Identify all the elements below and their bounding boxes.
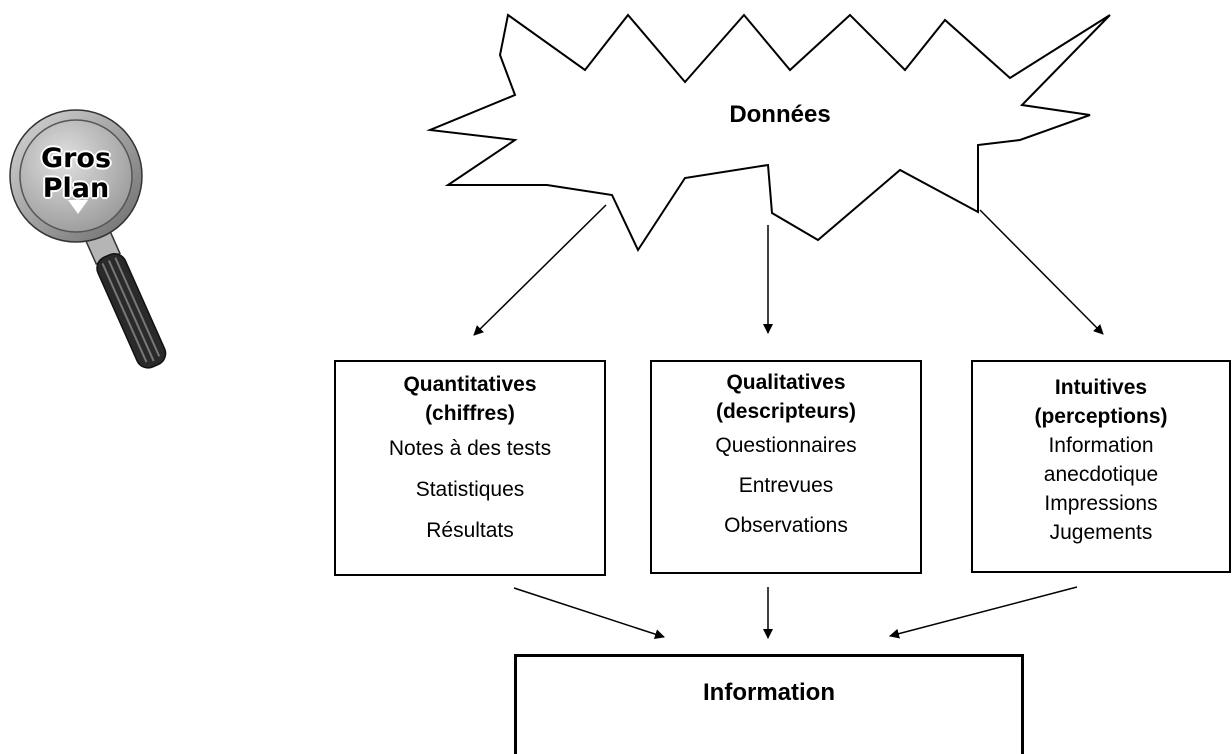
quantitatives-item: Notes à des tests (388, 437, 552, 460)
arrow-to-quantitatives (473, 204, 607, 336)
qualitatives-item: Questionnaires (715, 434, 857, 457)
intuitives-item: Impressions (1044, 492, 1158, 515)
qualitatives-subtitle: (descripteurs) (715, 400, 857, 423)
starburst-shape (426, 13, 1111, 253)
box-quantitatives: Quantitatives (chiffres) Notes à des tes… (334, 360, 606, 576)
quantitatives-item: Statistiques (415, 478, 525, 501)
magnifying-glass-icon (9, 109, 167, 369)
intuitives-item: Information (1048, 434, 1154, 457)
intuitives-title: Intuitives (1054, 376, 1148, 399)
quantitatives-subtitle: (chiffres) (425, 402, 515, 425)
quantitatives-item: Résultats (426, 519, 514, 542)
logo-text: Gros Plan (14, 144, 138, 204)
box-intuitives: Intuitives (perceptions) Information ane… (971, 360, 1231, 573)
intuitives-item: anecdotique (1043, 463, 1159, 486)
arrow-from-quantitatives (513, 587, 665, 639)
intuitives-subtitle: (perceptions) (1034, 405, 1168, 428)
gros-plan-logo: Gros Plan (8, 108, 188, 380)
qualitatives-title: Qualitatives (726, 371, 846, 394)
qualitatives-item: Entrevues (738, 474, 834, 497)
logo-line-2: Plan (42, 173, 110, 204)
quantitatives-title: Quantitatives (403, 373, 537, 396)
box-qualitatives: Qualitatives (descripteurs) Questionnair… (650, 360, 922, 574)
qualitatives-item: Observations (724, 514, 848, 537)
arrow-from-intuitives (889, 586, 1078, 639)
box-information: Information (514, 654, 1024, 754)
information-title: Information (703, 679, 835, 706)
logo-line-1: Gros (40, 143, 112, 174)
arrow-to-intuitives (979, 209, 1104, 335)
donnees-label: Données (729, 101, 831, 128)
intuitives-item: Jugements (1049, 521, 1153, 544)
